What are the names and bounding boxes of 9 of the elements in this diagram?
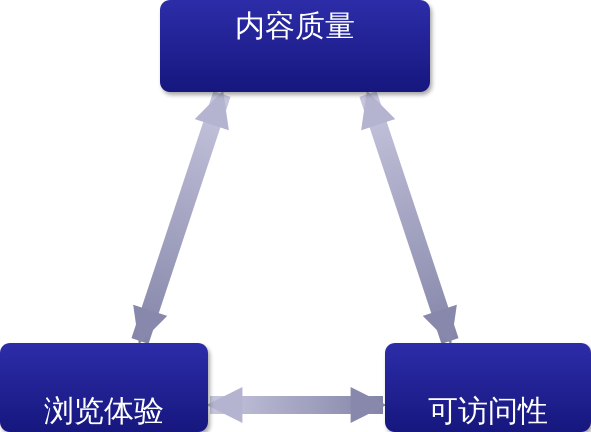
- topic-label: 浏览体验: [44, 393, 164, 431]
- topic-box: [0, 343, 208, 432]
- topic-box: [160, 0, 430, 92]
- double-arrow: [206, 387, 387, 423]
- topic-label: 可访问性: [428, 393, 548, 431]
- double-arrow: [131, 90, 231, 344]
- topic-label: 内容质量: [235, 8, 355, 46]
- double-arrow: [359, 90, 459, 344]
- topic-box: [385, 343, 591, 432]
